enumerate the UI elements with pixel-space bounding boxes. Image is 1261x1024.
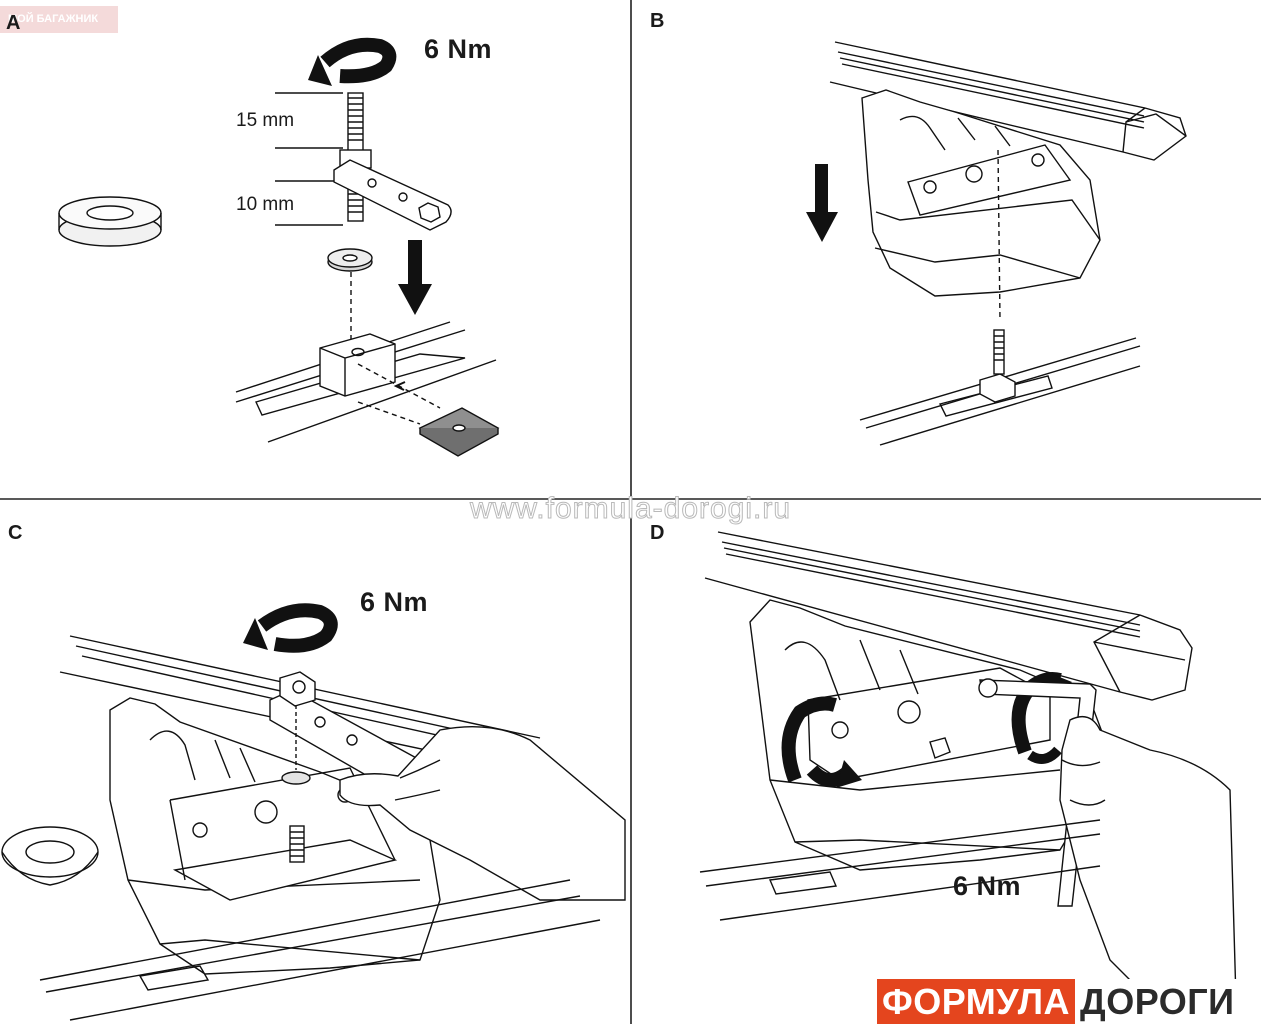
brand-logo: ФОРМУЛА ДОРОГИ [877,979,1240,1024]
rotation-arrow-icon-c [243,603,338,653]
loose-washer-c [1,826,99,886]
panel-b-illustration [806,41,1187,446]
washer-part [58,196,162,247]
panel-a-torque: 6 Nm [424,34,493,64]
panel-b-letter: B [650,10,665,32]
panel-c-illustration [1,603,626,1021]
foot-assembly-d [749,599,1106,871]
wrench-c [269,671,421,791]
load-bar-b [829,41,1187,161]
hand-c [339,726,626,901]
down-arrow-icon [398,240,432,315]
hand-d [1059,716,1237,1001]
brand-logo-part2: ДОРОГИ [1075,979,1240,1024]
panel-a-letter: A [6,12,21,34]
roof-rail-b [859,329,1141,446]
rotation-arrow-icon-d-left [781,696,862,788]
load-bar-d [704,531,1193,701]
hex-key-icon [978,678,1097,907]
panel-a-illustration [58,37,500,457]
foot-assembly-b [861,89,1101,297]
brand-logo-part1: ФОРМУЛА [877,979,1076,1024]
panel-d-letter: D [650,522,665,544]
threaded-stud [339,92,372,222]
square-nut-plate [418,407,500,457]
slide-block [319,333,441,425]
panel-d-illustration [699,531,1237,1001]
stud-c [281,771,311,863]
roof-rail-c [39,879,601,1021]
panel-c-letter: C [8,522,23,544]
down-arrow-icon-b [806,164,838,242]
watermark-badge: МОЙ БАГАЖНИК [0,6,118,33]
rotation-arrow-icon [308,37,397,86]
panel-d-torque: 6 Nm [953,871,1022,901]
foot-assembly-c [109,697,441,975]
dimension-lower: 10 mm [236,194,295,215]
dimension-lines [275,92,343,226]
panel-c-torque: 6 Nm [360,587,429,617]
dimension-upper: 15 mm [236,110,295,131]
watermark-url: www.formula-dorogi.ru [469,492,792,526]
roof-rail-d [699,819,1101,921]
tool-plate [333,159,452,231]
small-washer [327,248,373,272]
